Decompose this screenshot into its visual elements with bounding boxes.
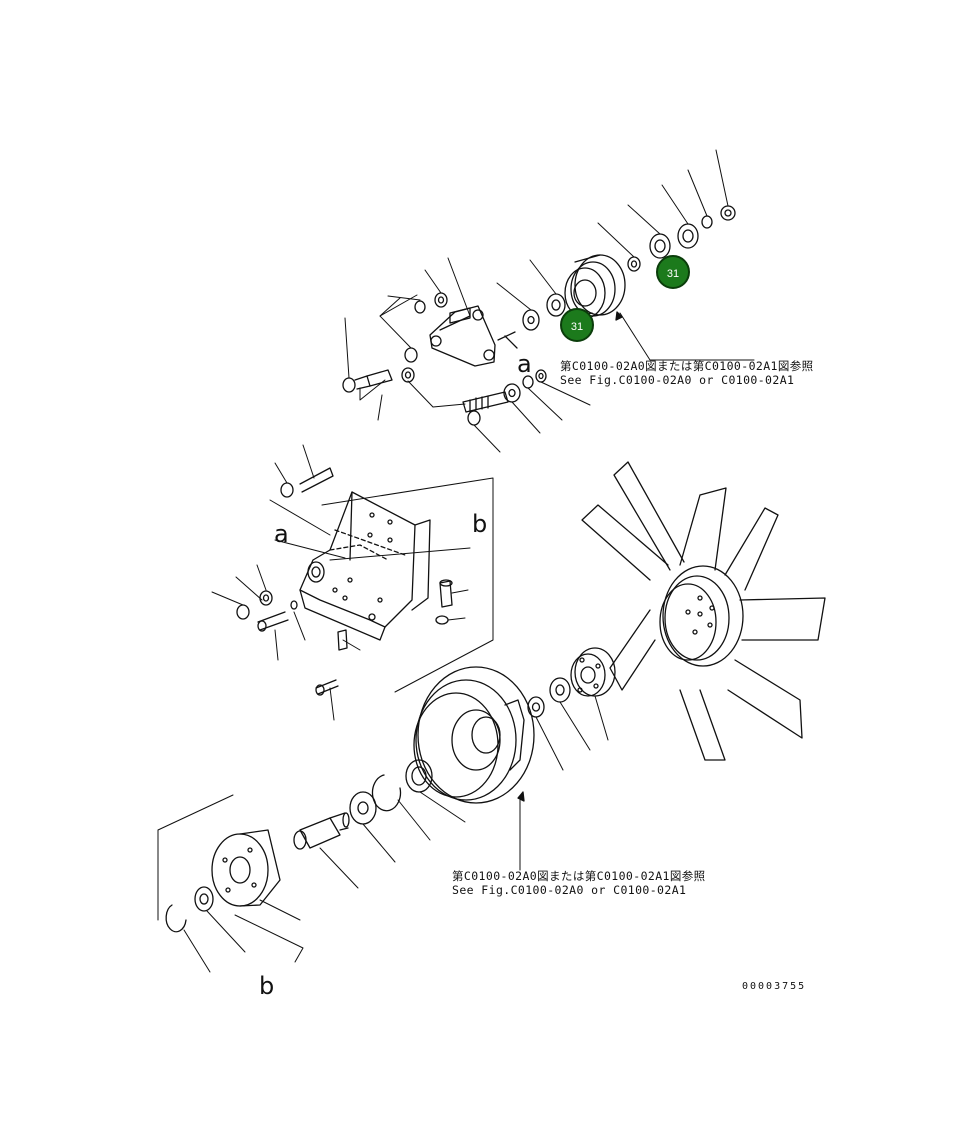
note-arrows: [517, 311, 623, 802]
cooling-fan: [581, 461, 826, 761]
inner-bearing: [194, 886, 214, 912]
pulley-bearing: [546, 293, 566, 317]
bracket-frame-lines: [269, 477, 494, 693]
top-bearing: [649, 233, 671, 259]
leader-lines-lower: [157, 695, 609, 973]
upper-reference-note-jp: 第C0100-02A0図または第C0100-02A1図参照: [560, 359, 814, 373]
top-washer-small: [701, 215, 713, 229]
tensioner-bracket: [429, 305, 518, 367]
rod-nut-2: [535, 369, 547, 383]
lower-reference-note: 第C0100-02A0図または第C0100-02A1図参照 See Fig.C0…: [452, 869, 706, 897]
top-nut: [720, 205, 736, 221]
callout-marker-31-top[interactable]: 31: [656, 255, 690, 289]
washer-top-left: [522, 309, 540, 331]
idler-pulley: [564, 254, 626, 319]
adjust-bolt: [342, 369, 393, 393]
mount-bracket: [299, 491, 431, 641]
hub-nut: [549, 677, 571, 703]
leader-lines-top: [344, 149, 755, 453]
hub-washer: [527, 696, 545, 718]
lower-reference-note-jp: 第C0100-02A0図または第C0100-02A1図参照: [452, 869, 706, 883]
top-small-nut: [627, 256, 641, 272]
rod-spacer: [467, 410, 481, 426]
upper-reference-note-en: See Fig.C0100-02A0 or C0100-02A1: [560, 373, 795, 387]
bracket-small-parts: [236, 467, 453, 696]
hub-nut-2: [349, 791, 377, 825]
ref-letter-a-left: a: [274, 520, 289, 548]
leader-lines-bracket: [211, 444, 469, 721]
top-washer-large: [677, 223, 699, 249]
washer-mid-2: [401, 367, 415, 383]
pulley-bearing-large: [405, 759, 433, 793]
callout-marker-31-middle[interactable]: 31: [560, 308, 594, 342]
ref-letter-b-lower: b: [259, 972, 275, 1000]
stud-nut-top: [434, 292, 448, 308]
washer-mid: [404, 347, 418, 363]
bracket-pin: [439, 315, 471, 331]
crank-pulley: [413, 666, 535, 804]
fan-spacer: [570, 647, 616, 697]
hub-housing: [211, 829, 281, 907]
ref-letter-a-upper: a: [517, 350, 532, 378]
document-number: 00003755: [742, 981, 807, 992]
upper-reference-note: 第C0100-02A0図または第C0100-02A1図参照 See Fig.C0…: [560, 359, 814, 387]
hub-shaft: [293, 812, 350, 850]
snap-ring-2: [165, 904, 187, 933]
tension-rod: [462, 383, 521, 413]
stud-washer-top: [414, 300, 426, 314]
snap-ring-1: [371, 774, 402, 812]
ref-letter-b-right: b: [472, 510, 488, 538]
lower-reference-note-en: See Fig.C0100-02A0 or C0100-02A1: [452, 883, 687, 897]
